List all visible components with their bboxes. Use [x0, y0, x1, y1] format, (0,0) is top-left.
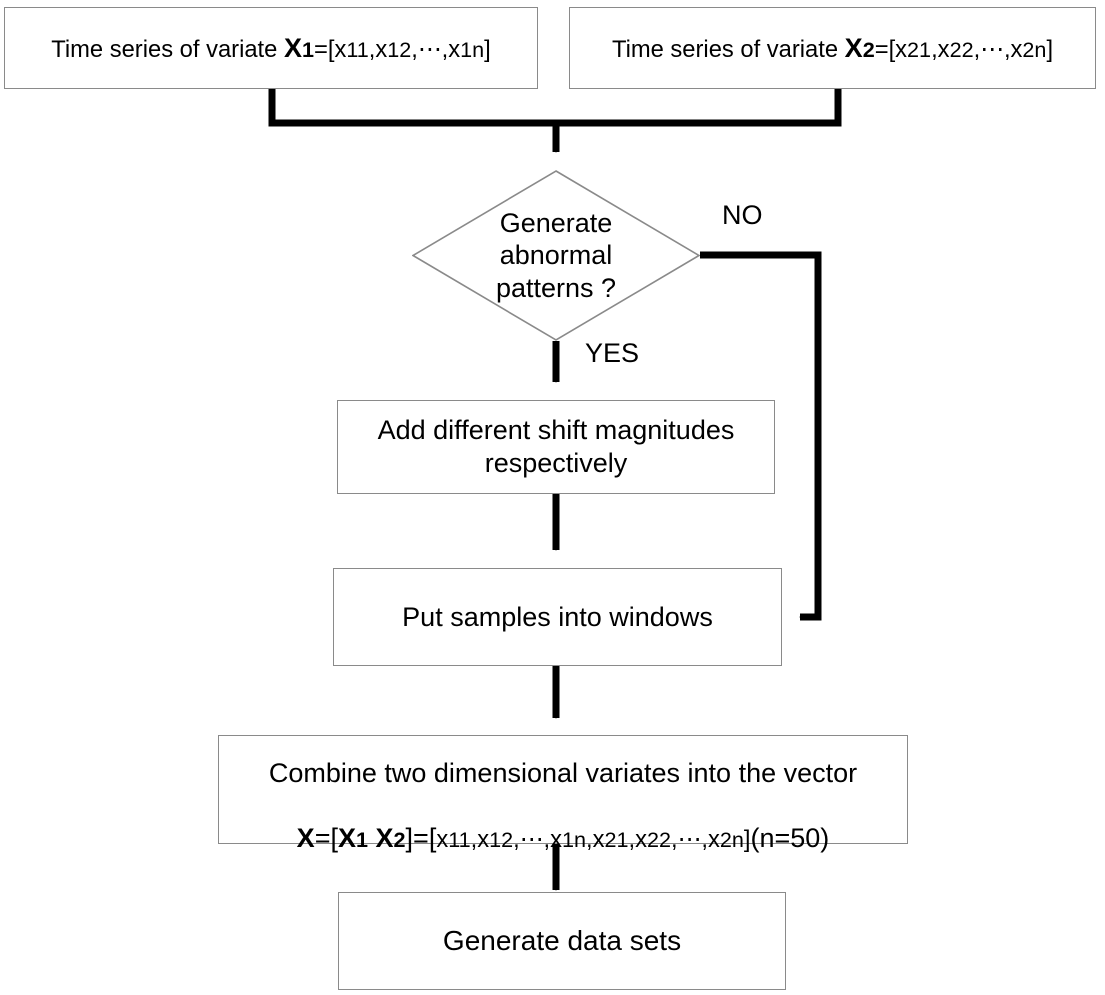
node-put-samples-into-windows[interactable]: Put samples into windows — [333, 568, 782, 666]
node-add-shift-magnitudes[interactable]: Add different shift magnitudes respectiv… — [337, 400, 775, 494]
node-combine-vector[interactable]: Combine two dimensional variates into th… — [218, 735, 908, 853]
node-generate-data-sets[interactable]: Generate data sets — [338, 892, 786, 990]
edge-top-merge — [268, 88, 842, 127]
node-decision-generate-abnormal[interactable]: Generate abnormal patterns ? — [412, 170, 700, 341]
edge-label-no: NO — [722, 200, 763, 230]
node-generate-data-sets-label: Generate data sets — [442, 924, 682, 956]
node-add-shift-magnitudes-label: Add different shift magnitudes respectiv… — [377, 415, 735, 478]
node-combine-vector-line1: Combine two dimensional variates into th… — [268, 757, 858, 788]
node-combine-vector-label: Combine two dimensional variates into th… — [219, 724, 907, 856]
node-decision-label: Generate abnormal patterns ? — [495, 207, 617, 303]
node-combine-vector-line2: X=[X1 X2]=[x11,x12,⋯,x1n,x21,x22,⋯,x2n](… — [296, 823, 830, 854]
node-time-series-x2[interactable]: Time series of variate X2=[x21,x22,⋯,x2n… — [569, 7, 1096, 89]
node-put-samples-into-windows-label: Put samples into windows — [402, 601, 713, 632]
edge-label-yes: YES — [585, 338, 640, 368]
diamond-shape-icon — [412, 170, 700, 341]
node-time-series-x1-label: Time series of variate X1=[x11,x12,⋯,x1n… — [51, 32, 491, 63]
node-time-series-x1[interactable]: Time series of variate X1=[x11,x12,⋯,x1n… — [4, 7, 538, 89]
node-time-series-x2-label: Time series of variate X2=[x21,x22,⋯,x2n… — [611, 32, 1054, 63]
